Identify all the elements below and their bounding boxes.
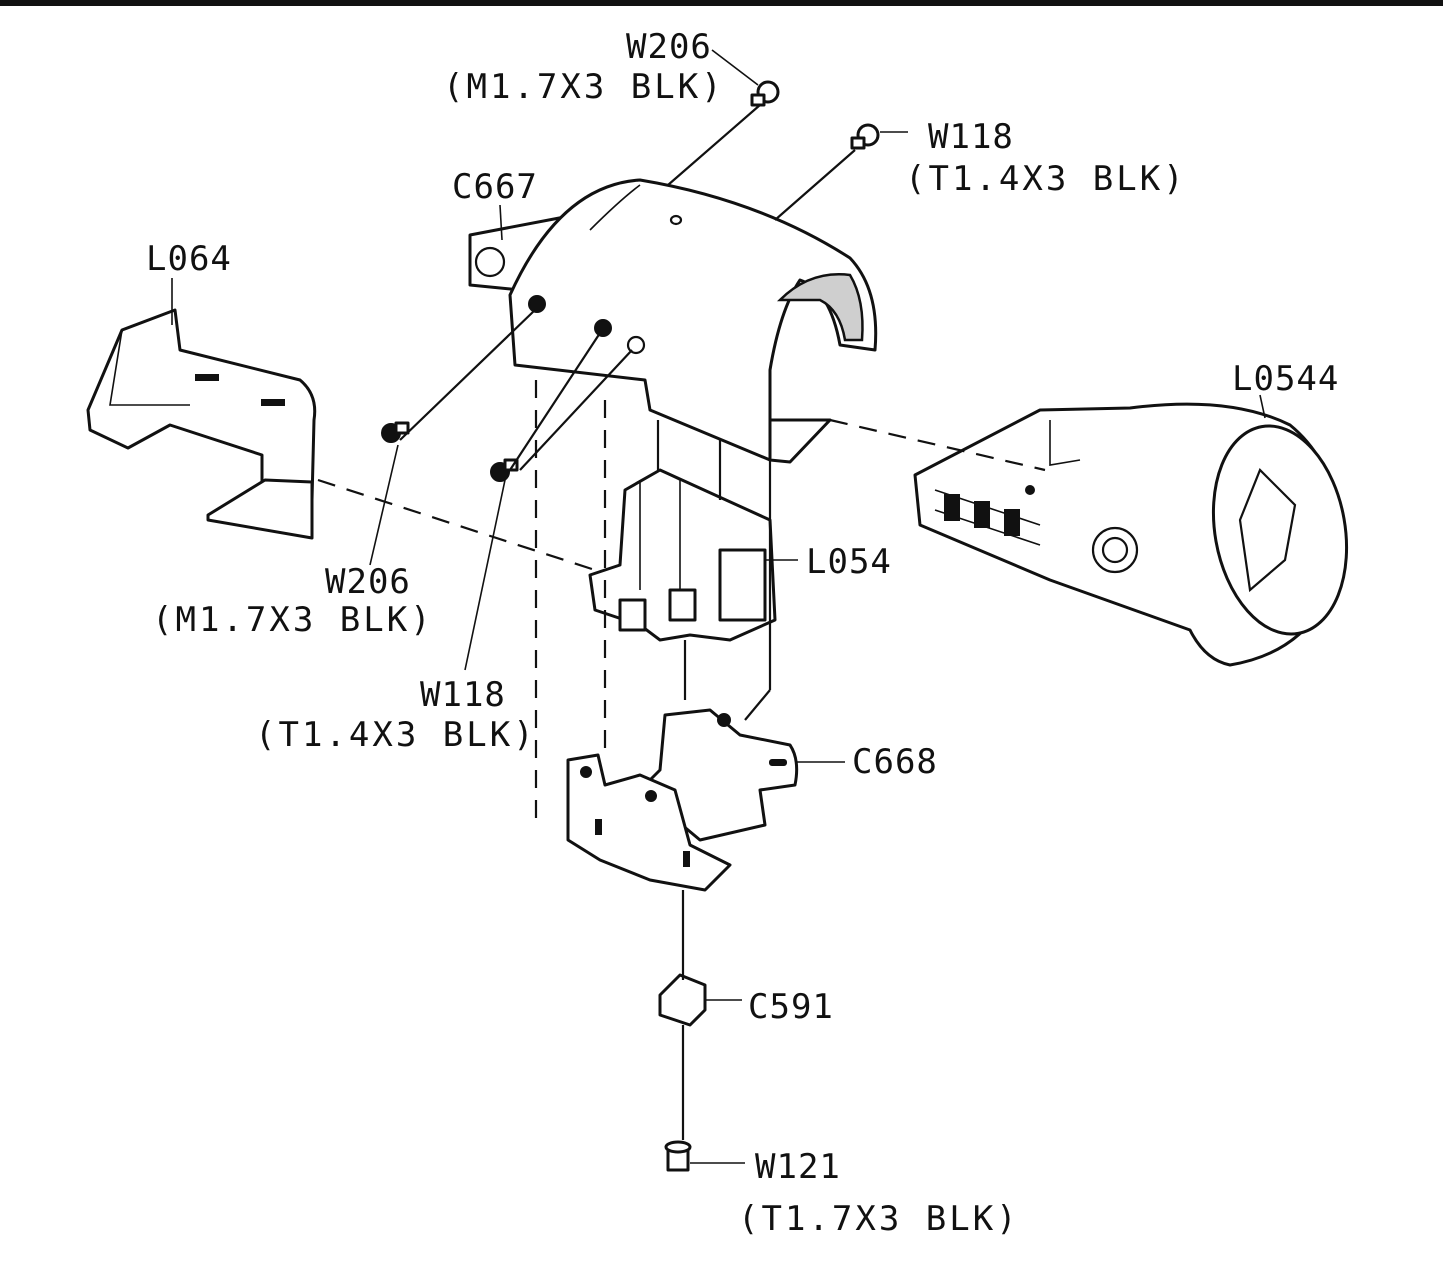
- lower-bracket: [566, 753, 732, 892]
- label-c591: C591: [748, 987, 834, 1027]
- label-w206-top-spec: (M1.7X3 BLK): [443, 67, 725, 107]
- screw-w118-left: [490, 458, 519, 482]
- label-w121-code: W121: [755, 1147, 841, 1187]
- screw-w206-left: [381, 421, 410, 443]
- label-l064: L064: [146, 239, 232, 279]
- lens-barrel-l0544: [913, 402, 1349, 667]
- screw-w118-top: [850, 123, 880, 150]
- label-l0544: L0544: [1232, 359, 1340, 399]
- screw-w121: [664, 1140, 692, 1172]
- label-w118-top-code: W118: [928, 117, 1014, 157]
- label-c668: C668: [852, 742, 938, 782]
- label-w206-left-code: W206: [325, 562, 411, 602]
- label-w118-left-code: W118: [420, 675, 506, 715]
- label-w118-left-spec: (T1.4X3 BLK): [255, 715, 537, 755]
- label-w121-spec: (T1.7X3 BLK): [738, 1199, 1020, 1239]
- assembly-lines: [171, 49, 1266, 1164]
- bracket-l064: [86, 308, 317, 540]
- cover-part: [468, 178, 878, 464]
- screw-w206-top: [750, 80, 780, 107]
- label-w118-top-spec: (T1.4X3 BLK): [905, 159, 1187, 199]
- label-w206-left-spec: (M1.7X3 BLK): [152, 600, 434, 640]
- module-l054: [588, 468, 777, 642]
- label-l054: L054: [806, 542, 892, 582]
- label-w206-top-code: W206: [626, 27, 712, 67]
- clip-c591: [658, 973, 707, 1027]
- label-c667: C667: [452, 167, 538, 207]
- screws: [381, 80, 880, 1172]
